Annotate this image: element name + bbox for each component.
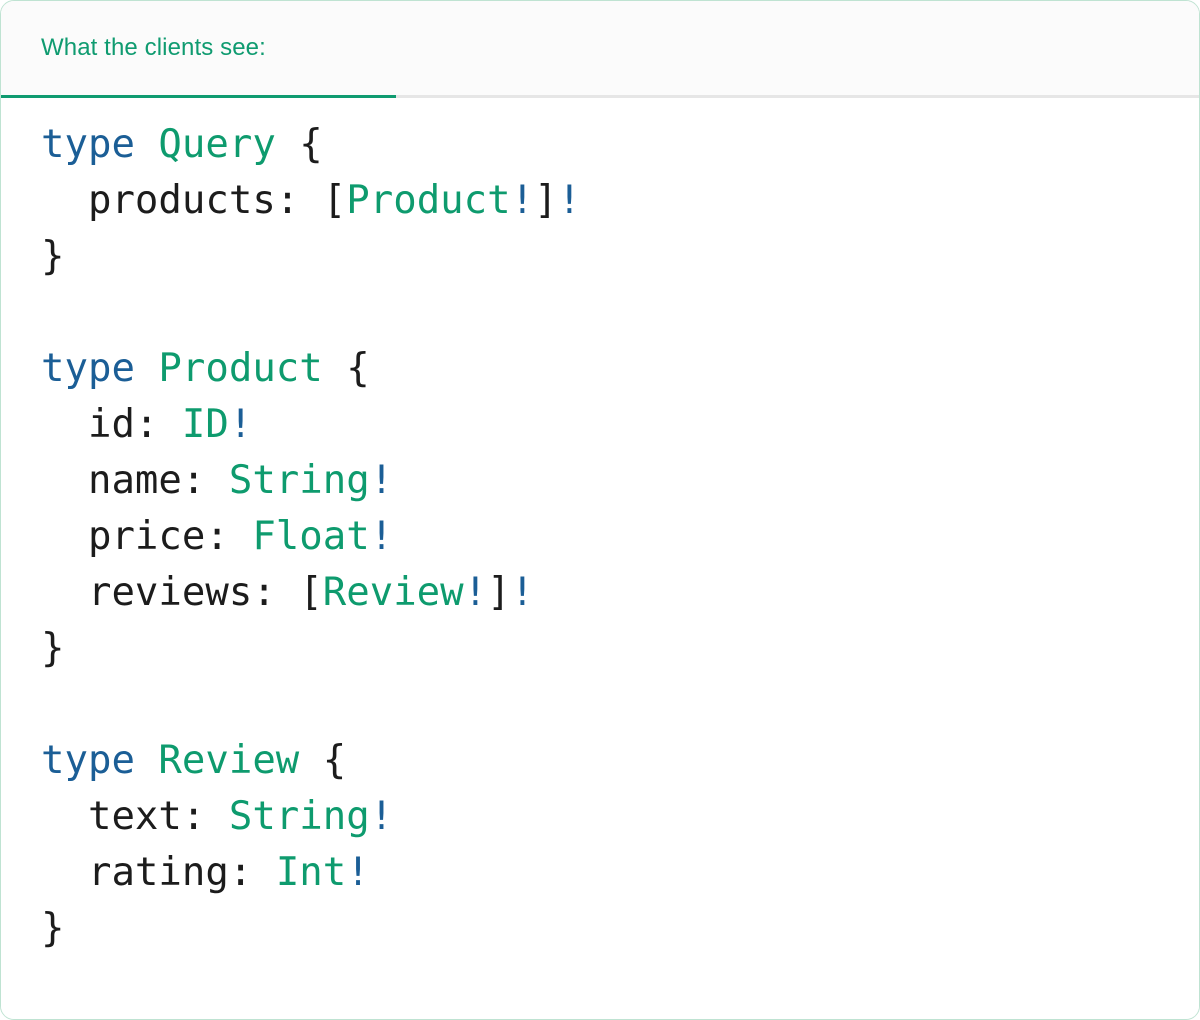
- code-token-punc: reviews: [: [41, 570, 323, 615]
- code-token-type: Review: [322, 570, 464, 615]
- code-token-punc: {: [275, 122, 323, 167]
- code-line: name: String!: [41, 453, 1199, 509]
- code-token-bang: !: [463, 570, 488, 615]
- code-line: }: [41, 901, 1199, 957]
- code-token-bang: !: [346, 850, 370, 895]
- code-token-type: String: [228, 458, 370, 503]
- code-line: }: [41, 621, 1199, 677]
- code-token-bang: !: [369, 514, 394, 559]
- code-token-type: String: [228, 794, 370, 839]
- code-line: reviews: [Review!]!: [41, 565, 1199, 621]
- code-token-bang: !: [557, 178, 582, 223]
- code-token-punc: products: [: [41, 178, 347, 223]
- code-token-punc: name:: [41, 458, 229, 503]
- code-panel: type Query { products: [Product!]!} type…: [1, 98, 1199, 1018]
- tab-what-the-clients-see[interactable]: What the clients see:: [1, 1, 396, 98]
- code-line: type Query {: [41, 117, 1199, 173]
- tab-label: What the clients see:: [41, 34, 266, 61]
- code-line: type Review {: [41, 733, 1199, 789]
- code-token-kw: type: [41, 122, 135, 167]
- code-line: [41, 677, 1199, 733]
- code-token-type: Review: [158, 738, 300, 783]
- code-token-type: Float: [252, 514, 370, 559]
- code-line: text: String!: [41, 789, 1199, 845]
- code-token-type: ID: [181, 402, 229, 447]
- code-token-punc: }: [41, 626, 65, 671]
- code-token-bang: !: [510, 178, 535, 223]
- code-token-punc: [135, 346, 158, 391]
- code-token-bang: !: [369, 458, 394, 503]
- code-line: price: Float!: [41, 509, 1199, 565]
- code-line: id: ID!: [41, 397, 1199, 453]
- tab-bar: What the clients see:: [1, 1, 1199, 98]
- code-token-punc: }: [41, 906, 65, 951]
- code-token-type: Product: [346, 178, 511, 223]
- code-token-bang: !: [369, 794, 394, 839]
- code-token-punc: [135, 738, 158, 783]
- code-line: rating: Int!: [41, 845, 1199, 901]
- graphql-schema-code[interactable]: type Query { products: [Product!]!} type…: [41, 117, 1199, 957]
- code-line: products: [Product!]!: [41, 173, 1199, 229]
- code-token-punc: ]: [534, 178, 558, 223]
- code-line: [41, 285, 1199, 341]
- code-token-kw: type: [41, 738, 135, 783]
- code-token-punc: }: [41, 234, 65, 279]
- code-token-punc: [135, 122, 158, 167]
- code-line: type Product {: [41, 341, 1199, 397]
- code-token-punc: rating:: [41, 850, 276, 895]
- code-token-punc: ]: [487, 570, 511, 615]
- code-token-punc: {: [299, 738, 347, 783]
- code-token-bang: !: [510, 570, 535, 615]
- code-token-bang: !: [228, 402, 253, 447]
- code-token-punc: text:: [41, 794, 229, 839]
- code-token-type: Query: [158, 122, 276, 167]
- code-token-punc: {: [322, 346, 370, 391]
- code-token-punc: id:: [41, 402, 182, 447]
- code-line: }: [41, 229, 1199, 285]
- code-token-type: Product: [158, 346, 323, 391]
- code-token-type: Int: [275, 850, 347, 895]
- code-token-kw: type: [41, 346, 135, 391]
- code-token-punc: price:: [41, 514, 253, 559]
